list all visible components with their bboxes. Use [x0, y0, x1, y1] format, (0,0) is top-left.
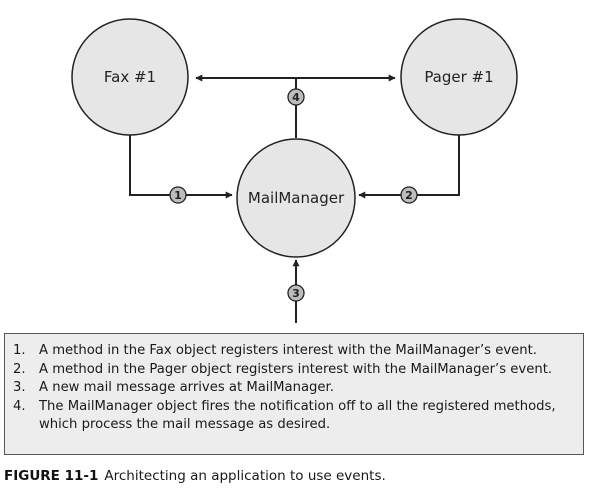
node-fax-label: Fax #1	[104, 68, 156, 86]
legend-list: 1. A method in the Fax object registers …	[13, 342, 575, 435]
step-marker-4: 4	[287, 88, 305, 106]
connector-fax-to-mailmanager	[129, 134, 233, 199]
legend-item-text: A method in the Pager object registers i…	[39, 361, 553, 377]
legend-item: 4. The MailManager object fires the noti…	[13, 398, 575, 435]
step-marker-3-label: 3	[292, 287, 300, 300]
figure-caption: FIGURE 11-1 Architecting an application t…	[4, 468, 386, 484]
step-marker-2: 2	[400, 186, 418, 204]
step-marker-1: 1	[169, 186, 187, 204]
legend-item-text: The MailManager object fires the notific…	[39, 398, 556, 433]
legend-item-text: A new mail message arrives at MailManage…	[39, 380, 334, 396]
legend-item: 3. A new mail message arrives at MailMan…	[13, 379, 575, 398]
step-marker-2-label: 2	[405, 189, 413, 202]
node-fax: Fax #1	[71, 18, 189, 136]
legend-item: 1. A method in the Fax object registers …	[13, 342, 575, 361]
node-pager-label: Pager #1	[424, 68, 493, 86]
legend-item-text: A method in the Fax object registers int…	[39, 343, 537, 358]
legend-item-number: 3.	[13, 380, 26, 396]
legend-item-number: 4.	[13, 398, 26, 414]
node-mailmanager: MailManager	[236, 138, 356, 258]
legend-item-number: 1.	[13, 343, 26, 358]
step-marker-4-label: 4	[292, 91, 300, 104]
node-pager: Pager #1	[400, 18, 518, 136]
legend-item-number: 2.	[13, 361, 26, 377]
figure-caption-text: Architecting an application to use event…	[104, 468, 386, 484]
figure-label: FIGURE 11-1	[4, 468, 99, 484]
connector-pager-to-mailmanager	[358, 134, 460, 199]
step-marker-3: 3	[287, 284, 305, 302]
legend-item: 2. A method in the Pager object register…	[13, 361, 575, 380]
step-marker-1-label: 1	[174, 189, 182, 202]
legend-box: 1. A method in the Fax object registers …	[4, 333, 584, 455]
node-mailmanager-label: MailManager	[248, 189, 345, 207]
event-diagram: Fax #1 Pager #1 MailManager 1 2 3 4	[71, 18, 518, 323]
